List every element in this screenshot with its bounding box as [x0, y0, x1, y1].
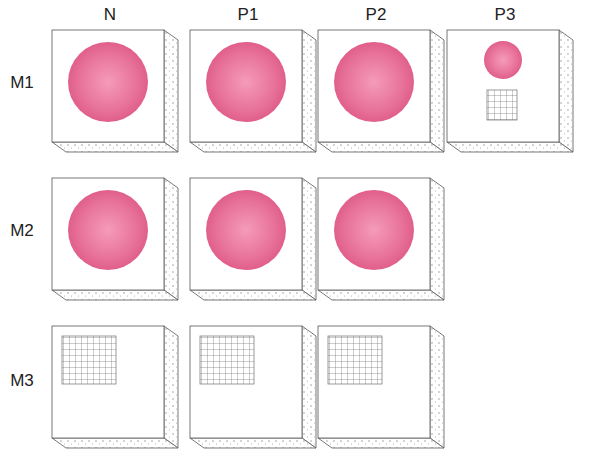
slab-with-mesh: [52, 326, 178, 448]
slab-with-disc-and-mesh: [447, 30, 573, 152]
slab-with-disc: [190, 30, 316, 152]
row-label: M3: [10, 372, 34, 389]
row-label: M1: [10, 74, 34, 91]
row-label: M2: [10, 222, 34, 239]
column-header: N: [104, 6, 116, 23]
slab-with-disc: [52, 30, 178, 152]
slab-with-disc: [318, 30, 444, 152]
slab-with-mesh: [318, 326, 444, 448]
slab-with-disc: [190, 178, 316, 300]
slab-with-disc: [318, 178, 444, 300]
column-header: P3: [495, 6, 516, 23]
slab-with-disc: [52, 178, 178, 300]
column-header: P1: [238, 6, 259, 23]
column-header: P2: [366, 6, 387, 23]
slab-with-mesh: [190, 326, 316, 448]
